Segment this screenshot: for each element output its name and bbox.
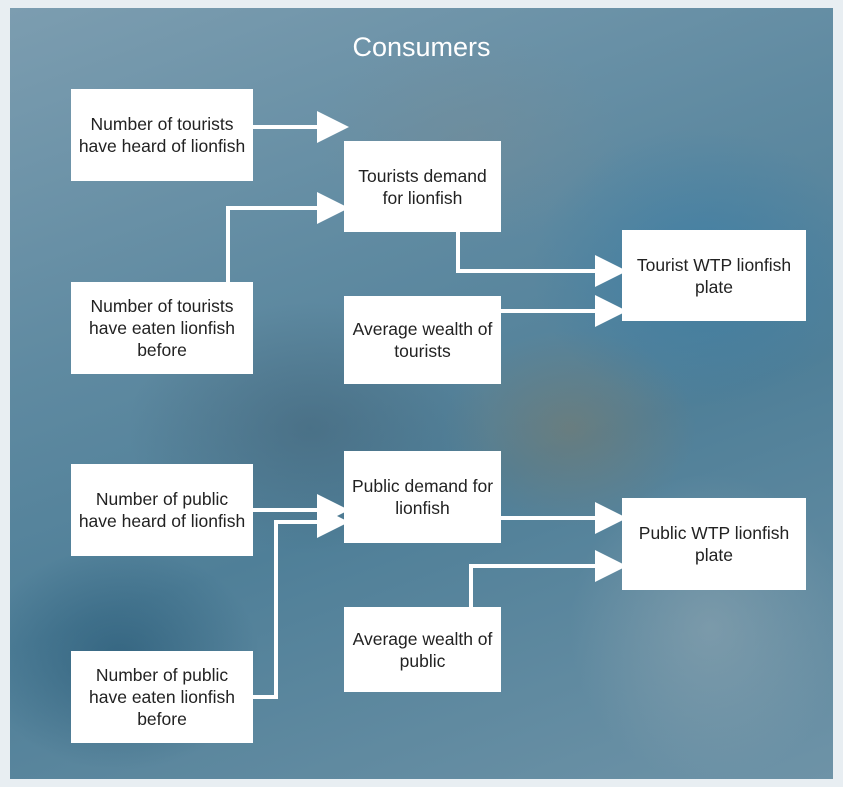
arrow-public-eaten-to-demand [253,506,349,699]
node-public-eaten: Number of public have eaten lionfish bef… [71,651,253,743]
arrow-wealth-public-to-wtp [469,550,627,607]
node-tourist-wtp: Tourist WTP lionfish plate [622,230,806,321]
arrow-tourists-demand-to-wtp [456,232,627,287]
arrow-tourists-eaten-to-demand [226,192,349,282]
node-tourists-demand: Tourists demand for lionfish [344,141,501,232]
node-average-wealth-tourists: Average wealth of tourists [344,296,501,384]
diagram-title: Consumers [352,32,491,62]
node-tourists-heard: Number of tourists have heard of lionfis… [71,89,253,181]
node-public-demand: Public demand for lionfish [344,451,501,543]
node-average-wealth-public: Average wealth of public [344,607,501,692]
node-public-wtp: Public WTP lionfish plate [622,498,806,590]
node-public-heard: Number of public have heard of lionfish [71,464,253,556]
node-tourists-eaten: Number of tourists have eaten lionfish b… [71,282,253,374]
